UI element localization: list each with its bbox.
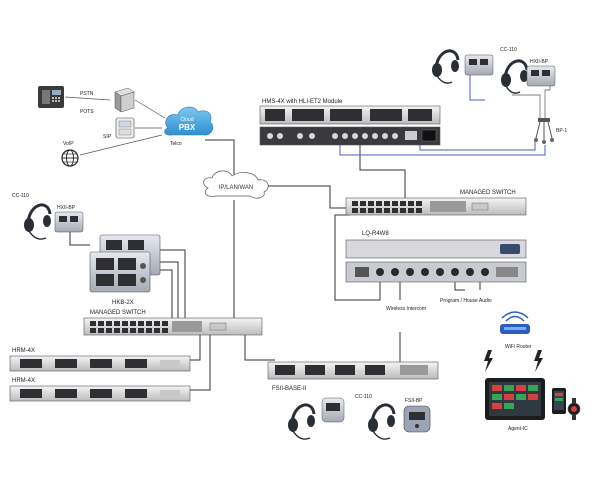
telco-label: Telco [170, 141, 182, 147]
cc110-left-headset-icon [24, 203, 52, 240]
pstn-label: PSTN [80, 91, 94, 97]
hrm4x-1-label: HRM-4X [12, 348, 35, 354]
lq-r4w8-unit [345, 239, 527, 283]
fsiibp-label: FSII-BP [405, 398, 423, 404]
hrm4x-2-label: HRM-4X [12, 378, 35, 384]
connection-wires [64, 75, 551, 391]
fsiibp-right-pack [403, 405, 431, 433]
telco-box-icon [114, 87, 135, 113]
program-audio-label: Program / House Audio [440, 298, 492, 304]
fsii-base-unit [267, 361, 439, 380]
bp1-label: BP-1 [556, 128, 567, 134]
agent-ic-tablet [485, 378, 545, 420]
lq-r4w8-label: LQ-R4W8 [362, 231, 389, 237]
sip-phone-icon [115, 117, 135, 139]
bp1-splitter [534, 118, 554, 144]
pbx-cloud: Cloud PBX [164, 106, 214, 136]
fsii-base-label: FSII-BASE-II [272, 386, 307, 392]
cc110-top-label: CC-110 [500, 47, 517, 53]
wireless-intercom-label: Wireless Intercom [386, 306, 426, 312]
hms4x-label: HMS-4X with HLI-ET2 Module [262, 99, 343, 105]
pots-label: POTS [80, 109, 94, 115]
hkb2x-unit [89, 234, 161, 293]
hxiibp-top-label: HXII-BP [530, 59, 549, 65]
managed-switch-right [345, 197, 527, 216]
managed-switch-right-label: MANAGED SWITCH [460, 190, 516, 196]
wifi-router-icon [500, 311, 530, 334]
pots-phone-icon [38, 86, 64, 108]
fsiibp-left-pack [321, 397, 345, 423]
bottom-left-headset-icon [288, 403, 316, 440]
cc110-top-headset-icon [432, 49, 460, 84]
wifi-router-label: WiFi Router [505, 344, 532, 350]
hxiibp-top2-pack [526, 65, 556, 87]
cc110-top2-headset-icon [501, 59, 529, 94]
lan-wan-label: IP/LAN/WAN [219, 185, 253, 191]
lightning-icon [484, 350, 543, 372]
hms4x-unit [259, 105, 441, 146]
hrm4x-1-unit [9, 355, 191, 372]
cc110-left-label: CC-110 [12, 193, 29, 199]
sip-label: SIP [103, 134, 112, 140]
hxiibp-left-pack [54, 211, 84, 233]
voip-globe-icon [61, 149, 79, 167]
managed-switch-left [83, 317, 263, 336]
agent-ic-watch [567, 398, 581, 420]
lan-wan-cloud: IP/LAN/WAN [203, 170, 269, 199]
agent-ic-phone [552, 388, 566, 414]
pbx-cloud-title: PBX [179, 123, 196, 132]
hxiibp-top-pack [464, 54, 494, 76]
agent-ic-label: Agent-IC [508, 426, 528, 432]
managed-switch-left-label: MANAGED SWITCH [90, 310, 146, 316]
bottom-right-headset-icon [368, 403, 396, 440]
voip-label: VoIP [63, 141, 74, 147]
hrm4x-2-unit [9, 385, 191, 402]
cc110-bottom-label: CC-110 [355, 394, 372, 400]
hkb2x-label: HKB-2X [112, 300, 134, 306]
wireless-intercom-text: Wireless Intercom [386, 306, 426, 312]
hxiibp-left-label: HXII-BP [57, 205, 76, 211]
pbx-cloud-subtitle: Cloud [180, 117, 193, 123]
